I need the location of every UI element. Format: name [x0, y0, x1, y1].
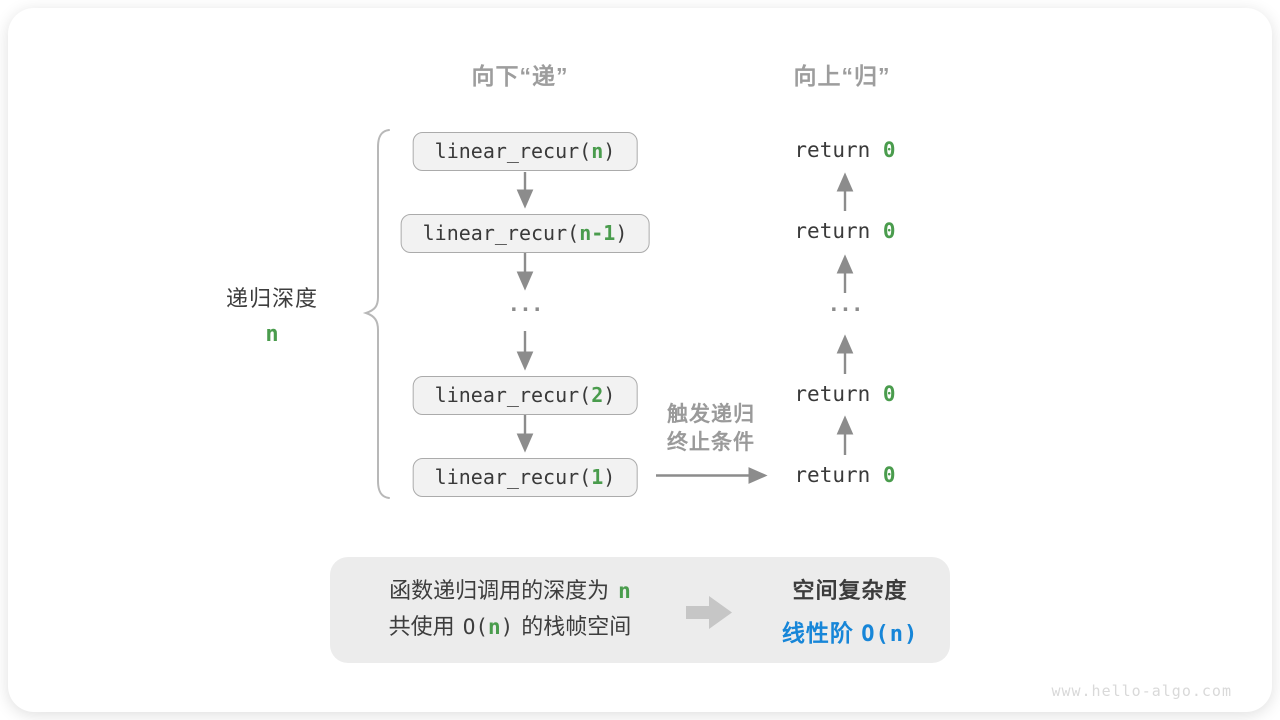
call-box-1: linear_recur(1) [412, 458, 638, 497]
summary-line2: 共使用 O(n) 的栈帧空间 [330, 609, 690, 645]
base-case-line2: 终止条件 [667, 431, 755, 454]
recursion-depth-label: 递归深度 n [192, 281, 352, 347]
return-keyword: return [794, 219, 871, 243]
return-value: 0 [882, 138, 896, 162]
depth-variable: n [265, 322, 279, 347]
call-fn: linear_recur( [434, 383, 592, 407]
big-o-var: n [487, 615, 501, 639]
call-box-n: linear_recur(n) [412, 132, 638, 171]
call-fn: linear_recur( [422, 221, 580, 245]
call-arg: 1 [591, 465, 604, 489]
call-fn: linear_recur( [434, 139, 592, 163]
complexity-order-label: 线性阶 [781, 620, 854, 646]
space-complexity-title: 空间复杂度 [792, 578, 908, 603]
call-box-n-1: linear_recur(n-1) [400, 214, 650, 253]
header-return-up: 向上“归” [793, 63, 891, 89]
base-case-label: 触发递归 终止条件 [631, 401, 791, 457]
stack-ellipsis: ... [510, 290, 546, 317]
site-watermark: www.hello-algo.com [1051, 682, 1232, 700]
call-fn: linear_recur( [434, 465, 592, 489]
return-value: 0 [882, 219, 896, 243]
call-close: ) [603, 383, 616, 407]
summary-line2-post: 的栈帧空间 [521, 614, 632, 639]
return-value: 0 [882, 463, 896, 487]
complexity-big-o: O(n) [861, 622, 919, 647]
call-arg: 2 [591, 383, 604, 407]
return-keyword: return [794, 463, 871, 487]
return-statement: return 0 [794, 381, 895, 407]
return-statement: return 0 [794, 137, 895, 163]
big-o-open: O( [462, 615, 488, 639]
implies-block-arrow-icon [686, 596, 732, 629]
call-close: ) [603, 139, 616, 163]
summary-conclusion: 空间复杂度 线性阶 O(n) [730, 573, 970, 648]
return-statement: return 0 [794, 462, 895, 488]
big-o-close: ) [500, 615, 514, 639]
base-case-line1: 触发递归 [667, 403, 755, 426]
call-close: ) [603, 465, 616, 489]
summary-line1-text: 函数递归调用的深度为 [389, 578, 610, 603]
return-value: 0 [882, 382, 896, 406]
space-complexity-value: 线性阶 O(n) [730, 614, 970, 648]
depth-text: 递归深度 [225, 286, 318, 311]
return-statement: return 0 [794, 218, 895, 244]
header-recurse-down: 向下“递” [471, 63, 569, 89]
return-keyword: return [794, 138, 871, 162]
call-arg: n-1 [579, 221, 616, 245]
summary-line2-pre: 共使用 [388, 614, 455, 639]
return-keyword: return [794, 382, 871, 406]
return-ellipsis: ... [830, 290, 866, 317]
summary-line1-var: n [618, 579, 631, 603]
call-box-2: linear_recur(2) [412, 376, 638, 415]
call-arg: n [591, 139, 604, 163]
summary-line1: 函数递归调用的深度为 n [330, 573, 690, 609]
call-close: ) [615, 221, 628, 245]
